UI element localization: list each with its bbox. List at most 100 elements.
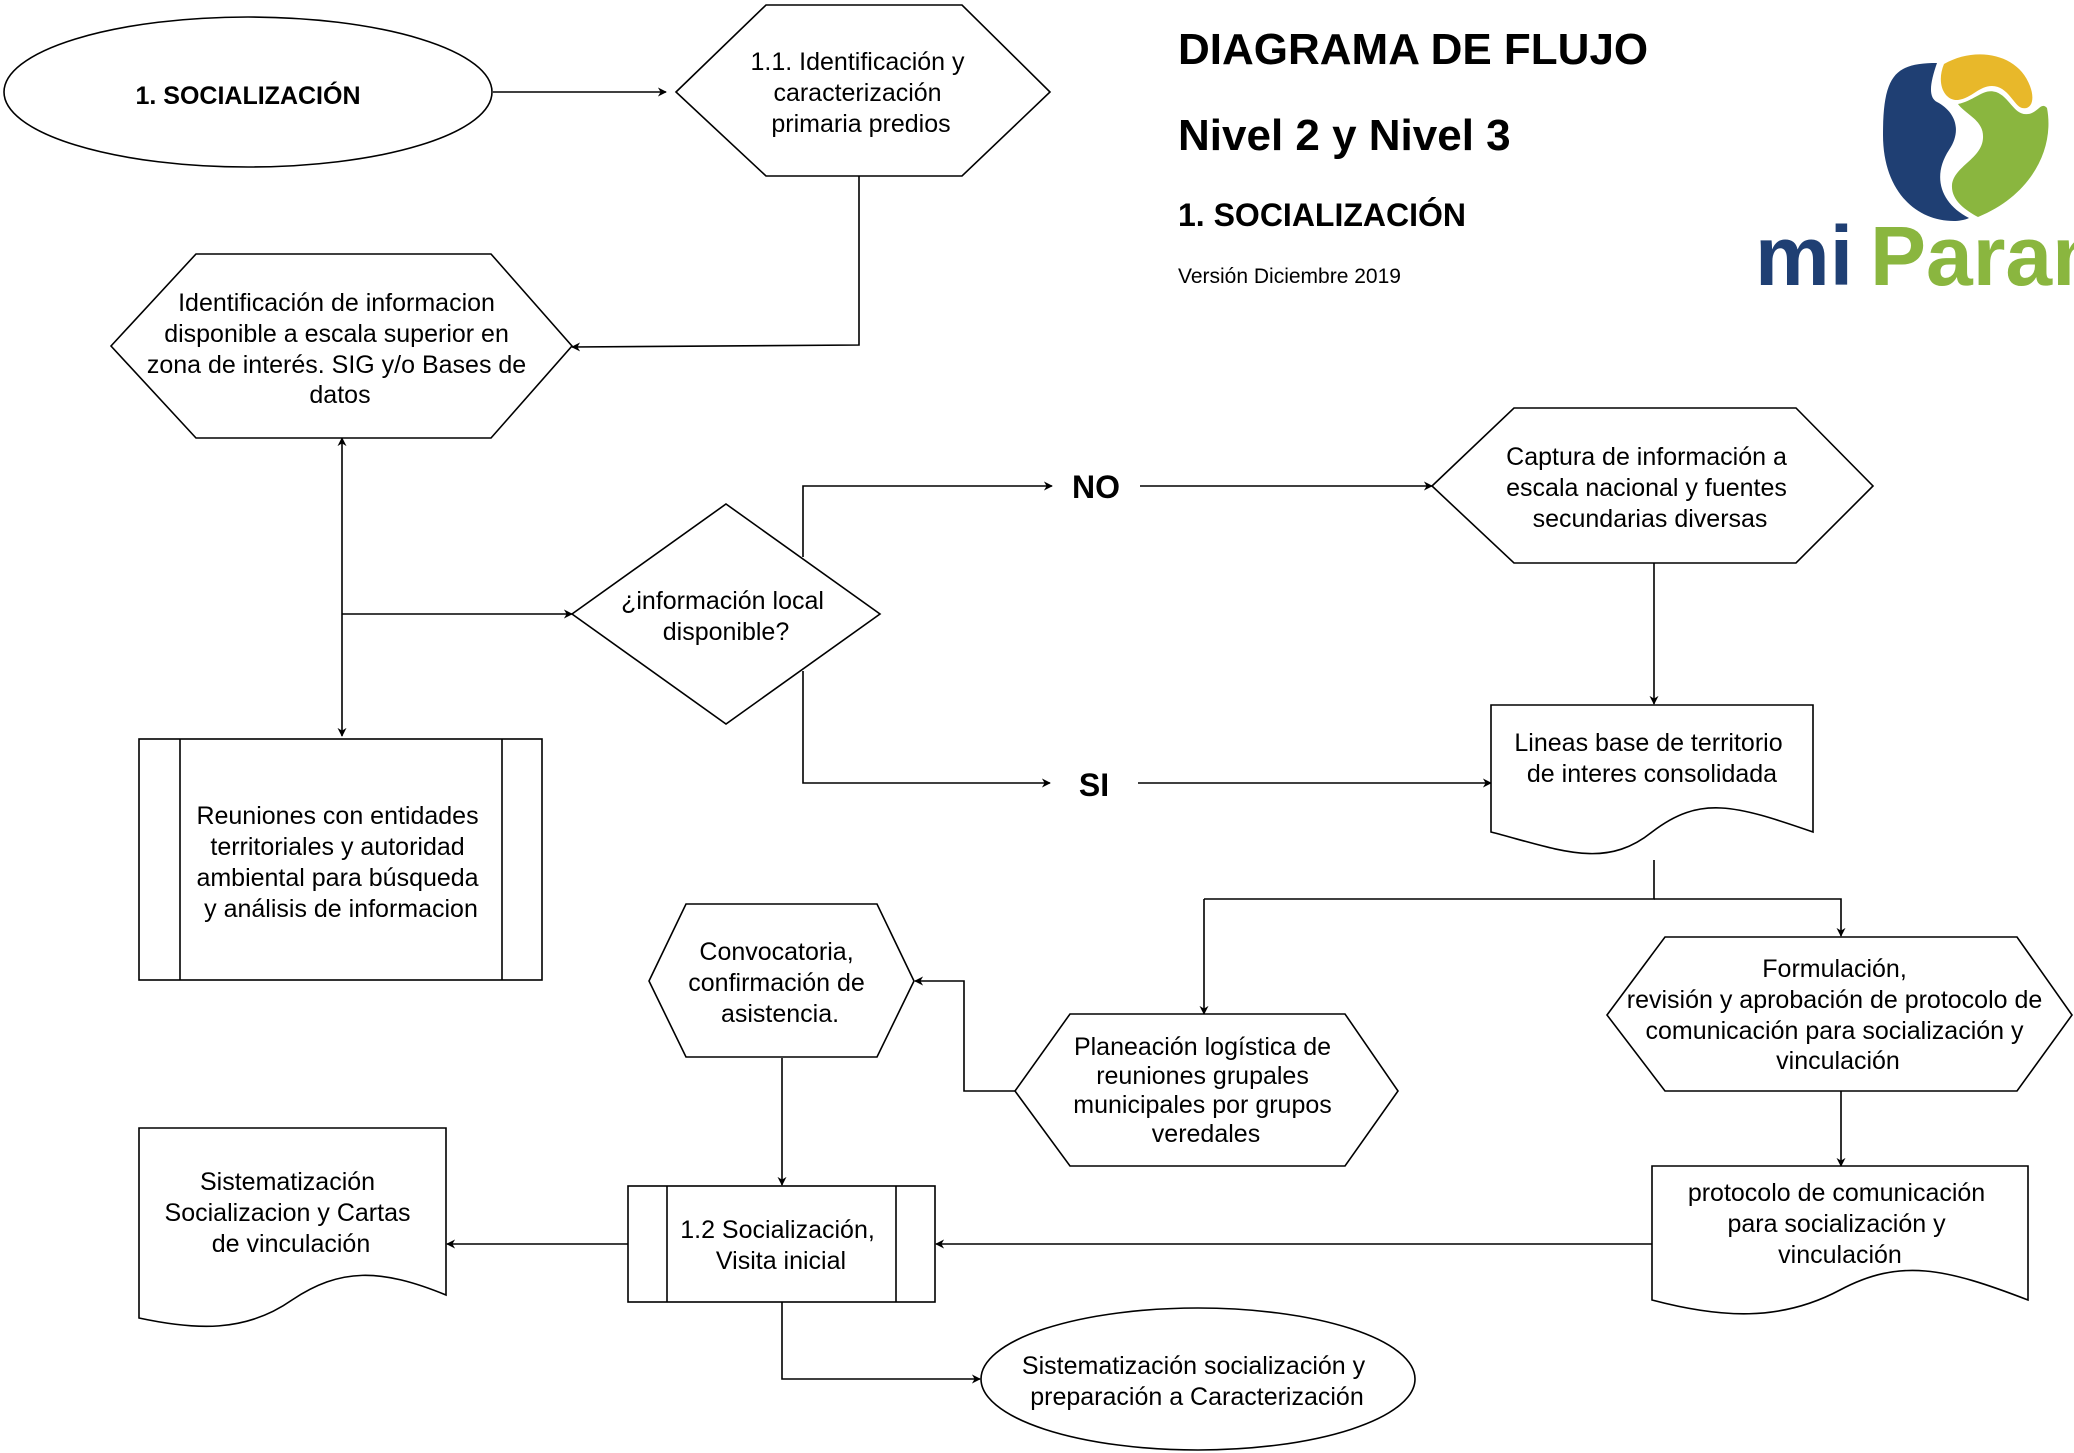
- text-line: Captura de información a: [1506, 443, 1787, 471]
- text-line: disponible?: [663, 618, 790, 646]
- diagram-subtitle: Nivel 2 y Nivel 3: [1178, 111, 1511, 160]
- logo-navy-circle: [1883, 63, 1969, 221]
- text-line: asistencia.: [721, 1000, 839, 1028]
- text-line: Convocatoria,: [699, 938, 853, 966]
- text-line: para socialización y: [1727, 1210, 1946, 1238]
- hexagon-shape: [648, 903, 915, 1058]
- flow-connectors: [337, 87, 1846, 1384]
- text-line: 1.1. Identificación y: [751, 48, 966, 76]
- text-line: Reuniones con entidades: [196, 802, 478, 830]
- text-line: Formulación,: [1762, 955, 1907, 983]
- edge-predios-to-info: [571, 176, 860, 352]
- node-decision-label: ¿información local disponible?: [621, 587, 831, 646]
- text-line: zona de interés. SIG y/o Bases de: [147, 351, 526, 379]
- node-protocolo-label: protocolo de comunicación para socializa…: [1688, 1179, 1992, 1269]
- node-decision: ¿información local disponible?: [570, 503, 882, 725]
- node-captura: Captura de información a escala nacional…: [1430, 407, 1875, 564]
- node-lineas-base-label: Lineas base de territorio de interes con…: [1514, 729, 1789, 788]
- node-ident-info-label: Identificación de informacion disponible…: [147, 289, 533, 409]
- node-planeacion-label: Planeación logística de reuniones grupal…: [1073, 1033, 1338, 1148]
- node-start: 1. SOCIALIZACIÓN: [3, 16, 493, 168]
- start-ellipse: [3, 16, 493, 168]
- text-line: vinculación: [1778, 1241, 1902, 1269]
- hexagon-shape: [1430, 407, 1875, 564]
- text-line: protocolo de comunicación: [1688, 1179, 1985, 1207]
- node-start-label: 1. SOCIALIZACIÓN: [135, 80, 360, 110]
- text-line: revisión y aprobación de protocolo de: [1627, 986, 2043, 1014]
- diagram-title: DIAGRAMA DE FLUJO: [1178, 25, 1648, 74]
- text-line: Sistematización: [200, 1168, 375, 1196]
- text-line: ambiental para búsqueda: [196, 864, 478, 892]
- node-lineas-base: Lineas base de territorio de interes con…: [1490, 704, 1814, 855]
- node-ident-predios: 1.1. Identificación y caracterización pr…: [674, 4, 1052, 177]
- node-protocolo: protocolo de comunicación para socializa…: [1651, 1165, 2029, 1315]
- hexagon-shape: [1605, 936, 2073, 1092]
- logo-yellow-arc: [1940, 54, 2033, 109]
- text-line: Sistematización socialización y: [1022, 1352, 1366, 1380]
- node-socializacion-label: 1.2 Socialización, Visita inicial: [680, 1216, 882, 1275]
- document-shape: [138, 1127, 447, 1328]
- text-line: territoriales y autoridad: [210, 833, 464, 861]
- hexagon-shape: [1014, 1013, 1399, 1167]
- text-line: 1.2 Socialización,: [680, 1216, 875, 1244]
- hexagon-shape: [674, 4, 1052, 177]
- text-line: y análisis de informacion: [204, 895, 478, 923]
- decision-si-label: SI: [1079, 767, 1109, 803]
- text-line: de interes consolidada: [1527, 760, 1777, 788]
- text-line: Socializacion y Cartas: [165, 1199, 411, 1227]
- node-sistematizacion-cartas-label: Sistematización Socializacion y Cartas d…: [165, 1168, 418, 1258]
- logo-brand-mi: mi: [1755, 209, 1853, 303]
- text-line: vinculación: [1776, 1047, 1900, 1075]
- text-line: NO: [1072, 469, 1120, 505]
- node-sistematizacion-prep: Sistematización socialización y preparac…: [980, 1307, 1416, 1451]
- node-convocatoria: Convocatoria, confirmación de asistencia…: [648, 903, 915, 1058]
- text-line: Identificación de informacion: [178, 289, 495, 317]
- decision-diamond: [570, 503, 882, 725]
- node-convocatoria-label: Convocatoria, confirmación de asistencia…: [688, 938, 871, 1028]
- edge-socializacion-to-sistematizacion: [781, 1302, 981, 1384]
- diagram-header: DIAGRAMA DE FLUJO Nivel 2 y Nivel 3 1. S…: [1178, 25, 1648, 288]
- text-line: escala nacional y fuentes: [1506, 474, 1787, 502]
- decision-no-label: NO: [1072, 469, 1120, 505]
- text-line: municipales por grupos: [1073, 1091, 1331, 1119]
- text-line: SI: [1079, 767, 1109, 803]
- edge-planeacion-to-convocatoria: [914, 976, 1015, 1092]
- label-si: SI: [1079, 767, 1109, 803]
- label-no: NO: [1072, 469, 1120, 505]
- text-line: comunicación para socialización y: [1646, 1017, 2024, 1045]
- process-box: [627, 1185, 936, 1303]
- text-line: preparación a Caracterización: [1030, 1383, 1364, 1411]
- hexagon-shape: [109, 253, 574, 439]
- node-start-line: 1. SOCIALIZACIÓN: [135, 80, 360, 110]
- text-line: Planeación logística de: [1074, 1033, 1331, 1061]
- edge-lineas-branch: [1204, 860, 1655, 900]
- text-line: reuniones grupales: [1096, 1062, 1309, 1090]
- text-line: de vinculación: [212, 1230, 370, 1258]
- edge-decision-to-si: [802, 671, 1051, 788]
- text-line: primaria predios: [771, 110, 950, 138]
- diagram-version: Versión Diciembre 2019: [1178, 265, 1401, 288]
- text-line: ¿información local: [621, 587, 824, 615]
- node-socializacion: 1.2 Socialización, Visita inicial: [627, 1185, 936, 1303]
- text-line: caracterización: [773, 79, 941, 107]
- node-formulacion: Formulación, revisión y aprobación de pr…: [1605, 936, 2073, 1092]
- logo-brand-paramo: Paramo: [1870, 209, 2074, 303]
- text-line: veredales: [1152, 1120, 1260, 1148]
- terminal-ellipse: [980, 1307, 1416, 1451]
- diagram-section: 1. SOCIALIZACIÓN: [1178, 197, 1466, 233]
- text-line: Visita inicial: [716, 1247, 846, 1275]
- edge-decision-to-no: [802, 481, 1053, 557]
- text-line: secundarias diversas: [1533, 505, 1768, 533]
- process-box: [138, 738, 543, 981]
- node-ident-info: Identificación de informacion disponible…: [109, 253, 574, 439]
- node-reuniones-label: Reuniones con entidades territoriales y …: [196, 802, 485, 923]
- text-line: datos: [309, 381, 370, 409]
- text-line: Lineas base de territorio: [1514, 729, 1782, 757]
- miparamo-logo: mi Paramo: [1755, 54, 2074, 303]
- node-captura-label: Captura de información a escala nacional…: [1506, 443, 1794, 533]
- node-ident-predios-label: 1.1. Identificación y caracterización pr…: [751, 48, 972, 138]
- node-reuniones: Reuniones con entidades territoriales y …: [138, 738, 543, 981]
- edge-lineas-to-formulacion: [1654, 898, 1846, 937]
- node-planeacion: Planeación logística de reuniones grupal…: [1014, 1013, 1399, 1167]
